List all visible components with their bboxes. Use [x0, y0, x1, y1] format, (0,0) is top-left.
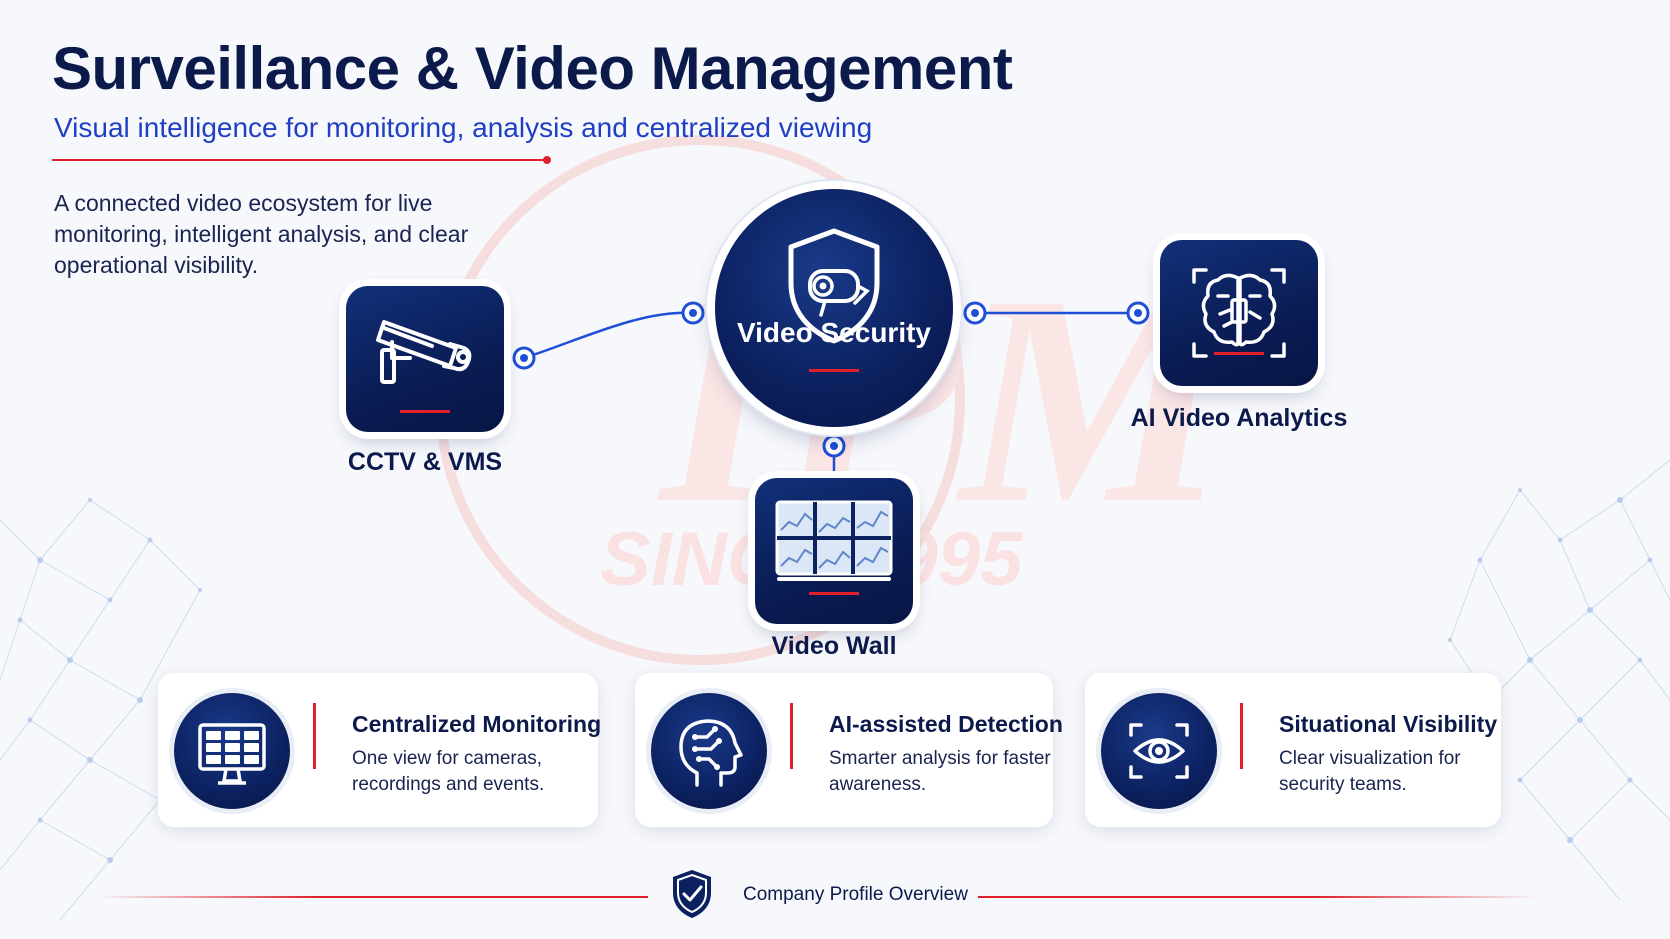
card-divider	[1240, 703, 1243, 769]
page-subtitle: Visual intelligence for monitoring, anal…	[54, 112, 873, 143]
card-description: Smarter analysis for faster awareness.	[829, 748, 1051, 795]
card-description: One view for cameras, recordings and eve…	[352, 748, 545, 795]
card-title: AI-assisted Detection	[829, 711, 1063, 737]
ai-video-analytics-label: AI Video Analytics	[1130, 404, 1348, 432]
shield-check-icon	[673, 870, 711, 918]
card-title: Situational Visibility	[1279, 711, 1498, 737]
title-underline	[52, 156, 551, 164]
video-wall-red-accent	[809, 592, 859, 595]
ai-brain-chip-icon	[1192, 268, 1286, 358]
cctv-red-accent	[400, 410, 450, 413]
cctv-vms-node[interactable]	[346, 286, 504, 432]
shield-camera-icon	[788, 228, 880, 344]
card-situational-visibility[interactable]: Situational Visibility Clear visualizati…	[1085, 673, 1501, 827]
footer-rule-left	[96, 896, 648, 898]
monitor-grid-icon	[198, 723, 266, 785]
card-title: Centralized Monitoring	[352, 711, 602, 737]
ai-head-icon	[679, 719, 743, 787]
ai-red-accent	[1214, 352, 1264, 355]
intro-text: A connected video ecosystem for live mon…	[54, 190, 469, 278]
card-ai-assisted-detection[interactable]: AI-assisted Detection Smarter analysis f…	[635, 673, 1063, 827]
footer-rule-right	[978, 896, 1538, 898]
cctv-vms-label: CCTV & VMS	[347, 448, 503, 476]
card-divider	[790, 703, 793, 769]
eye-scan-icon	[1129, 723, 1189, 779]
card-centralized-monitoring[interactable]: Centralized Monitoring One view for came…	[158, 673, 602, 827]
card-icon-wrap	[651, 693, 767, 809]
page-title: Surveillance & Video Management	[52, 35, 1013, 102]
video-wall-icon	[775, 500, 893, 581]
card-description: Clear visualization for security teams.	[1279, 748, 1461, 795]
footer-label: Company Profile Overview	[743, 884, 968, 905]
video-security-label: Video Security	[736, 317, 931, 348]
video-wall-node[interactable]	[755, 478, 913, 624]
video-wall-label: Video Wall	[771, 632, 897, 660]
card-icon-wrap	[174, 693, 290, 809]
center-red-accent	[809, 369, 859, 372]
cctv-camera-icon	[376, 320, 472, 384]
ai-video-analytics-node[interactable]	[1160, 240, 1318, 386]
card-divider	[313, 703, 316, 769]
card-icon-wrap	[1101, 693, 1217, 809]
video-security-hub[interactable]: Video Security	[715, 189, 953, 427]
